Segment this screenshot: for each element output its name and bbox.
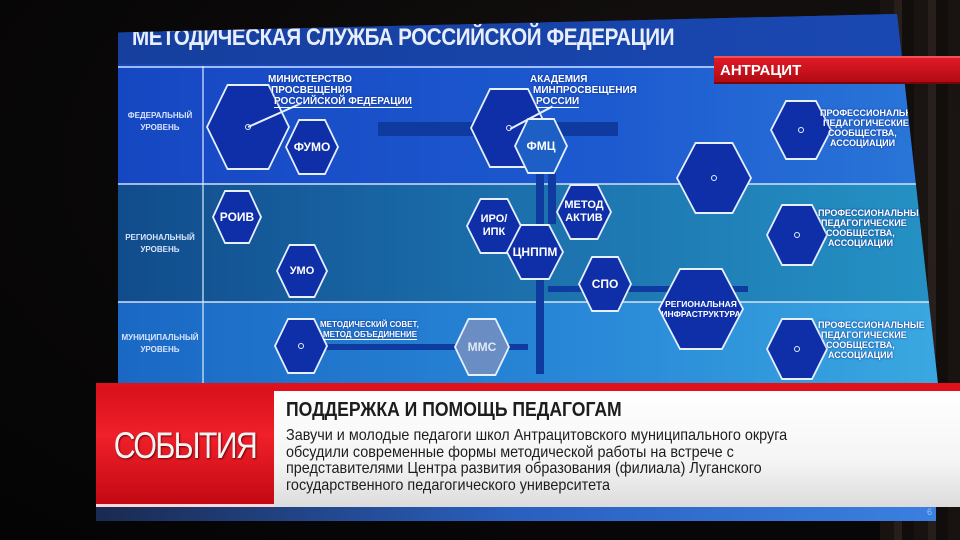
- callout-prof-mun: ПРОФЕССИОНАЛЬНЫЕ ПЕДАГОГИЧЕСКИЕ СООБЩЕСТ…: [818, 320, 925, 360]
- node-label-line: АКТИВ: [565, 212, 603, 224]
- divider: [118, 183, 938, 185]
- connector-line: [318, 344, 528, 350]
- callout-line: МЕТОД ОБЪЕДИНЕНИЕ: [323, 330, 418, 340]
- callout-prof-fed: ПРОФЕССИОНАЛЬНЫЕ ПЕДАГОГИЧЕСКИЕ СООБЩЕСТ…: [820, 108, 927, 148]
- callout-prof-reg: ПРОФЕССИОНАЛЬНЫЕ ПЕДАГОГИЧЕСКИЕ СООБЩЕСТ…: [818, 208, 925, 248]
- anchor-dot: [794, 232, 800, 238]
- hex-cnppm: ЦНППМ: [506, 224, 564, 280]
- news-headline: ПОДДЕРЖКА И ПОМОЩЬ ПЕДАГОГАМ: [286, 399, 622, 421]
- callout-line: СООБЩЕСТВА,: [828, 128, 897, 138]
- callout-line: АКАДЕМИЯ: [530, 74, 588, 85]
- callout-ministry: МИНИСТЕРСТВО ПРОСВЕЩЕНИЯ РОССИЙСКОЙ ФЕДЕ…: [268, 74, 412, 108]
- callout-line: ПРОФЕССИОНАЛЬНЫЕ: [818, 320, 925, 330]
- level-label-regional: РЕГИОНАЛЬНЫЙ УРОВЕНЬ: [118, 232, 202, 256]
- callout-line: МЕТОДИЧЕСКИЙ СОВЕТ,: [320, 320, 419, 329]
- hex-iro: ИРО/ ИПК: [466, 198, 522, 254]
- callout-line: ПЕДАГОГИЧЕСКИЕ: [821, 330, 907, 340]
- anchor-dot: [794, 346, 800, 352]
- level-label-federal: ФЕДЕРАЛЬНЫЙ УРОВЕНЬ: [118, 110, 202, 134]
- hex-mms: ММС: [454, 318, 510, 376]
- hex-prof-fed-main: [676, 142, 752, 214]
- callout-line: СООБЩЕСТВА,: [826, 228, 895, 238]
- callout-line: АССОЦИАЦИИ: [828, 350, 894, 360]
- anchor-dot: [298, 343, 304, 349]
- callout-line: ПЕДАГОГИЧЕСКИЕ: [821, 218, 907, 228]
- level-label-line: МУНИЦИПАЛЬНЫЙ: [121, 333, 199, 342]
- news-body-line: Завучи и молодые педагоги школ Антрацито…: [286, 427, 788, 444]
- node-label: ММС: [456, 320, 508, 374]
- program-logo-box: СОБЫТИЯ: [96, 387, 274, 507]
- callout-academy: АКАДЕМИЯ МИНПРОСВЕЩЕНИЯ РОССИИ: [530, 74, 637, 108]
- node-label-line: ИРО/: [480, 213, 508, 225]
- node-label: ФУМО: [287, 121, 337, 173]
- callout-line: МИНПРОСВЕЩЕНИЯ: [533, 85, 637, 96]
- level-label-line: РЕГИОНАЛЬНЫЙ: [125, 233, 195, 242]
- node-label-line: ИНФРАСТРУКТУРА: [661, 309, 741, 319]
- callout-line: АССОЦИАЦИИ: [828, 238, 894, 248]
- callout-line: ПЕДАГОГИЧЕСКИЕ: [823, 118, 909, 128]
- callout-method-council: МЕТОДИЧЕСКИЙ СОВЕТ, МЕТОД ОБЪЕДИНЕНИЕ: [320, 320, 419, 340]
- slide-page-number: 6: [926, 507, 932, 517]
- location-tag: АНТРАЦИТ: [714, 56, 960, 84]
- divider: [118, 66, 938, 68]
- callout-line: МИНИСТЕРСТВО: [268, 74, 352, 85]
- connector-line: [548, 286, 748, 292]
- level-label-line: УРОВЕНЬ: [140, 245, 180, 254]
- callout-line: СООБЩЕСТВА,: [826, 340, 895, 350]
- anchor-dot: [711, 175, 717, 181]
- column-divider: [202, 66, 204, 384]
- node-label: СПО: [580, 258, 630, 310]
- location-tag-text: АНТРАЦИТ: [720, 62, 802, 79]
- node-label: УМО: [278, 246, 326, 296]
- callout-line: ПРОСВЕЩЕНИЯ: [271, 85, 353, 96]
- hex-spo: СПО: [578, 256, 632, 312]
- level-label-line: УРОВЕНЬ: [140, 345, 180, 354]
- node-label: РЕГИОНАЛЬНАЯ ИНФРАСТРУКТУРА: [660, 270, 742, 348]
- callout-line: РОССИЙСКОЙ ФЕДЕРАЦИИ: [274, 96, 412, 108]
- node-label-line: МЕТОД: [564, 199, 604, 211]
- node-label: РОИВ: [214, 192, 260, 242]
- lower-third-text-box: ПОДДЕРЖКА И ПОМОЩЬ ПЕДАГОГАМ Завучи и мо…: [274, 391, 960, 507]
- news-body-line: представителями Центра развития образова…: [286, 460, 762, 477]
- level-label-line: УРОВЕНЬ: [140, 123, 180, 132]
- news-body-line: государственного педагогического универс…: [286, 476, 611, 494]
- news-body: Завучи и молодые педагоги школ Антрацито…: [286, 427, 788, 494]
- anchor-dot: [798, 127, 804, 133]
- node-label-line: ИПК: [482, 226, 506, 238]
- node-label: ЦНППМ: [508, 226, 562, 278]
- divider: [118, 301, 938, 303]
- callout-line: АССОЦИАЦИИ: [830, 138, 896, 148]
- node-label: ФМЦ: [516, 120, 566, 172]
- projected-slide: МЕТОДИЧЕСКАЯ СЛУЖБА РОССИЙСКОЙ ФЕДЕРАЦИИ…: [118, 14, 938, 384]
- level-label-municipal: МУНИЦИПАЛЬНЫЙ УРОВЕНЬ: [118, 332, 202, 356]
- hex-method-council: [274, 318, 328, 374]
- slide-bottom-strip: 6: [96, 507, 936, 521]
- node-label: МЕТОД АКТИВ: [558, 186, 610, 238]
- connector-vertical: [548, 164, 556, 224]
- callout-line: ПРОФЕССИОНАЛЬНЫЕ: [820, 108, 927, 118]
- program-logo: СОБЫТИЯ: [113, 425, 258, 466]
- callout-line: РОССИИ: [536, 96, 580, 108]
- news-body-line: обсудили современные формы методической …: [286, 443, 734, 461]
- lower-third-red-line: [96, 383, 960, 391]
- level-label-line: ФЕДЕРАЛЬНЫЙ: [127, 111, 193, 120]
- node-label-line: РЕГИОНАЛЬНАЯ: [665, 299, 737, 309]
- callout-line: ПРОФЕССИОНАЛЬНЫЕ: [818, 208, 925, 218]
